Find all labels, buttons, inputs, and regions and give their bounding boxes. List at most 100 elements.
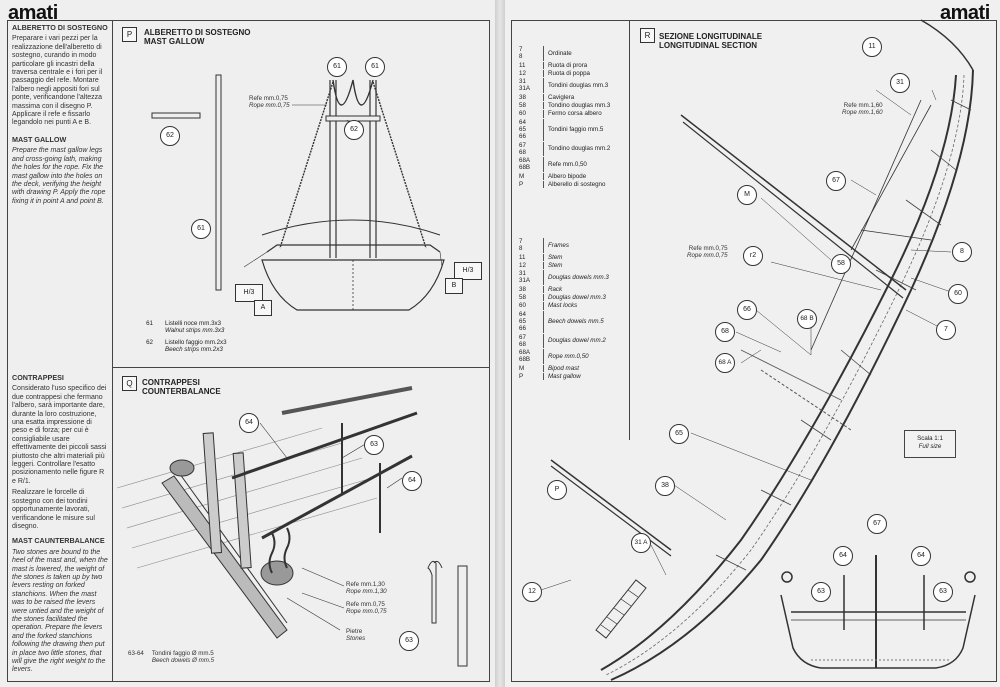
legend-text: Albero bipode <box>548 172 587 180</box>
scale-en: Full size <box>918 443 942 450</box>
refe-it: Refe mm.1,60 <box>843 102 883 109</box>
legend-text: Douglas dowel mm.3 <box>548 294 606 302</box>
legend-num: 58 <box>519 294 526 302</box>
legend-num: 63-64 <box>128 650 144 657</box>
legend-num: 58 <box>519 102 526 110</box>
legend-num: 7 8 <box>519 238 523 253</box>
panel-r-title-en: LONGITUDINAL SECTION <box>659 41 758 50</box>
callout-68a: 68 A <box>715 353 735 373</box>
label-h3-right: H/3 <box>454 262 482 280</box>
right-frame <box>511 20 997 682</box>
s4-text: Two stones are bound to the heel of the … <box>12 548 108 674</box>
legend-num: 67 68 <box>519 141 526 156</box>
legend-it: Listello faggio mm.2x3 <box>165 338 227 346</box>
rope-label: Refe mm.1,60 Rope mm.1,60 <box>842 102 883 116</box>
legend-row: P Alberello di sostegno <box>519 181 627 189</box>
counterbalance-drawing <box>116 386 468 667</box>
legend-num: 62 <box>146 338 153 346</box>
legend-text: Mast locks <box>548 302 578 310</box>
legend-text: Tondini douglas mm.3 <box>548 81 609 89</box>
legend-text: Mast gallow <box>548 373 581 381</box>
callout-r2: r2 <box>743 246 763 266</box>
callout-66: 66 <box>737 300 757 320</box>
panel-p-title: ALBERETTO DI SOSTEGNO MAST GALLOW <box>144 28 251 46</box>
callout-64: 64 <box>239 413 259 433</box>
left-page: amati ALBERETTO DI SOSTEGNO Preparare i … <box>0 0 495 687</box>
legend-num: 60 <box>519 110 526 118</box>
legend-row: 58 Douglas dowel mm.3 <box>519 294 627 302</box>
refe-it: Refe mm.0,75 <box>249 95 288 102</box>
legend-row: 64 65 66 Tondini faggio mm.5 <box>519 118 627 141</box>
s1-text: Preparare i vari pezzi per la realizzazi… <box>12 35 103 127</box>
legend-text: Ruota di poppa <box>548 69 590 77</box>
rope-label-2: Refe mm.0,75 Rope mm.0,75 <box>346 601 387 615</box>
legend-num: 64 65 66 <box>519 118 526 141</box>
panel-q-title: CONTRAPPESI COUNTERBALANCE <box>142 378 221 396</box>
legend-text: Tondino douglas mm.3 <box>548 102 611 110</box>
legend-text: Tondino douglas mm.2 <box>548 145 611 153</box>
legend-en: Walnut strips mm.3x3 <box>165 327 225 335</box>
legend-row: 31 31A Douglas dowels mm.3 <box>519 270 627 285</box>
legend-row: 61 Listelli noce mm.3x3 Walnut strips mm… <box>139 320 339 335</box>
legend-text: Rope mm.0,50 <box>548 352 589 360</box>
brand-logo: amati <box>8 2 58 24</box>
page-gutter <box>495 0 505 687</box>
legend-num: P <box>519 373 524 381</box>
stones-it: Pietre <box>346 628 363 635</box>
sidebar-text-2: CONTRAPPESI Considerato l'uso specifico … <box>12 373 108 678</box>
callout-8: 8 <box>952 242 972 262</box>
panel-p-title-it: ALBERETTO DI SOSTEGNO <box>144 28 251 37</box>
panel-divider <box>112 367 489 368</box>
legend-num: 12 <box>519 69 526 77</box>
left-frame <box>7 20 490 682</box>
legend-num: P <box>519 181 524 189</box>
legend-en: Beech strips mm.2x3 <box>165 345 223 353</box>
callout-31: 31 <box>890 73 910 93</box>
legend-row: 67 68 Tondino douglas mm.2 <box>519 141 627 157</box>
callout-63: 63 <box>933 582 953 602</box>
refe2-en: Rope mm.0,75 <box>346 608 387 616</box>
callout-60: 60 <box>948 284 968 304</box>
legend-text: Beech dowels mm.5 <box>548 317 604 325</box>
refe-en: Rope mm.1,60 <box>842 109 883 117</box>
longitudinal-section-drawing <box>540 19 976 681</box>
refe2-en: Rope mm.0,75 <box>687 252 728 260</box>
callout-31a: 31 A <box>631 533 651 553</box>
refe1-it: Refe mm.1,30 <box>346 581 385 588</box>
callout-64: 64 <box>911 546 931 566</box>
label-a: A <box>254 300 272 316</box>
callout-p: P <box>547 480 567 500</box>
callout-65: 65 <box>669 424 689 444</box>
legend-num: M <box>519 364 525 372</box>
legend-text: Alberello di sostegno <box>548 181 606 189</box>
legend-text: Rack <box>548 285 563 293</box>
callout-63: 63 <box>399 631 419 651</box>
legend-it: Tondini faggio Ø mm.5 <box>151 650 214 657</box>
legend-text: Douglas dowels mm.3 <box>548 273 609 281</box>
legend-text: Ordinate <box>548 49 572 57</box>
callout-68b: 68 B <box>797 309 817 329</box>
legend-text: Tondini faggio mm.5 <box>548 125 604 133</box>
panel-q-letter: Q <box>122 376 137 391</box>
callout-68: 68 <box>715 322 735 342</box>
legend-text: Stem <box>548 261 563 269</box>
callout-58: 58 <box>831 254 851 274</box>
callout-12: 12 <box>522 582 542 602</box>
legend-en: Beech dowels Ø mm.5 <box>151 657 215 665</box>
legend-divider <box>629 20 630 440</box>
legend-num: 31 31A <box>519 270 531 285</box>
